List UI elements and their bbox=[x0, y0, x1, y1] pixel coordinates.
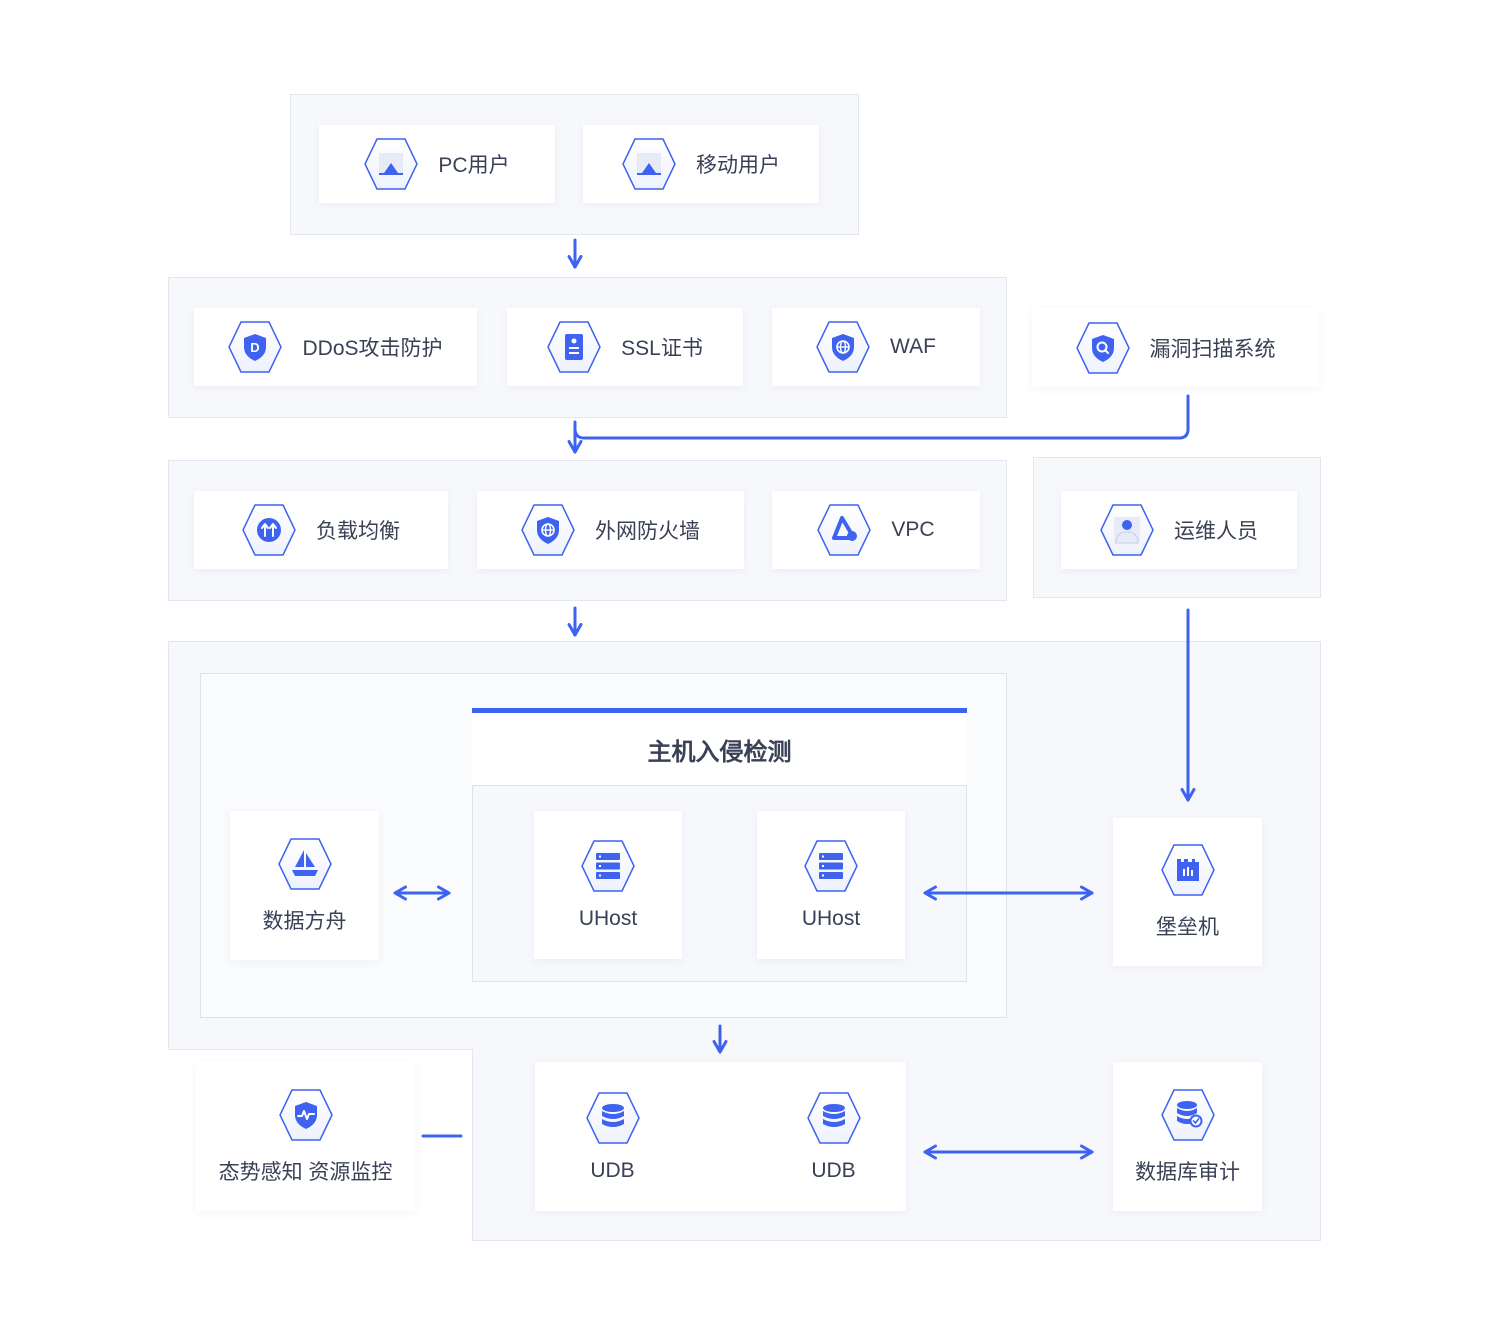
vpc-card[interactable]: VPC bbox=[772, 491, 980, 569]
shield-d-icon: D bbox=[228, 321, 283, 373]
person-icon bbox=[1100, 504, 1154, 556]
uhost-1-label: UHost bbox=[578, 907, 638, 930]
db-audit-label: 数据库审计 bbox=[1135, 1160, 1240, 1184]
vpc-label: VPC bbox=[891, 518, 935, 541]
db-audit-card[interactable]: 数据库审计 bbox=[1113, 1062, 1262, 1211]
globe-shield-icon bbox=[521, 504, 575, 556]
svg-text:D: D bbox=[251, 340, 260, 355]
firewall-label: 外网防火墙 bbox=[595, 520, 700, 543]
mountain-icon bbox=[364, 138, 419, 190]
server-icon bbox=[804, 840, 858, 892]
monitor-card[interactable]: 态势感知 资源监控 bbox=[196, 1062, 415, 1211]
firewall-card[interactable]: 外网防火墙 bbox=[477, 491, 744, 569]
globe-shield-icon bbox=[816, 321, 870, 373]
waf-label: WAF bbox=[890, 335, 936, 358]
udb-2-label: UDB bbox=[811, 1158, 856, 1182]
data-ark-card[interactable]: 数据方舟 bbox=[230, 811, 379, 960]
vuln-scan-label: 漏洞扫描系统 bbox=[1149, 337, 1276, 361]
server-icon bbox=[581, 840, 635, 892]
load-balance-label: 负载均衡 bbox=[316, 520, 400, 543]
bastion-card[interactable]: 堡垒机 bbox=[1113, 818, 1262, 966]
ops-staff-card[interactable]: 运维人员 bbox=[1061, 491, 1297, 569]
monitor-label: 态势感知 资源监控 bbox=[218, 1160, 393, 1184]
mountain-icon bbox=[622, 138, 676, 190]
hids-title: 主机入侵检测 bbox=[472, 708, 967, 786]
ddos-label: DDoS攻击防护 bbox=[302, 337, 443, 360]
sailboat-icon bbox=[277, 837, 332, 890]
load-balance-icon bbox=[242, 504, 296, 556]
load-balance-card[interactable]: 负载均衡 bbox=[194, 491, 448, 569]
database-audit-icon bbox=[1160, 1088, 1215, 1141]
ops-staff-label: 运维人员 bbox=[1174, 520, 1258, 543]
udb-1-card[interactable]: UDB bbox=[540, 1062, 685, 1211]
uhost-1-card[interactable]: UHost bbox=[534, 811, 682, 959]
uhost-2-label: UHost bbox=[801, 907, 861, 930]
udb-2-card[interactable]: UDB bbox=[761, 1062, 906, 1211]
heartbeat-shield-icon bbox=[278, 1088, 333, 1141]
ddos-card[interactable]: D DDoS攻击防护 bbox=[194, 308, 477, 386]
database-icon bbox=[585, 1091, 640, 1144]
pc-user-label: PC用户 bbox=[438, 154, 510, 177]
vuln-scan-connector bbox=[573, 394, 1190, 440]
database-icon bbox=[806, 1091, 861, 1144]
mobile-user-label: 移动用户 bbox=[696, 154, 780, 177]
castle-icon bbox=[1160, 844, 1215, 896]
data-ark-label: 数据方舟 bbox=[262, 909, 347, 933]
certificate-icon bbox=[547, 321, 601, 373]
ssl-label: SSL证书 bbox=[621, 337, 703, 360]
pc-user-card[interactable]: PC用户 bbox=[319, 125, 555, 203]
vuln-scan-card[interactable]: 漏洞扫描系统 bbox=[1032, 308, 1319, 387]
ssl-card[interactable]: SSL证书 bbox=[507, 308, 743, 386]
cloud-icon bbox=[817, 504, 872, 556]
search-shield-icon bbox=[1075, 321, 1130, 374]
udb-1-label: UDB bbox=[590, 1158, 635, 1182]
uhost-2-card[interactable]: UHost bbox=[757, 811, 905, 959]
bastion-label: 堡垒机 bbox=[1156, 916, 1219, 939]
waf-card[interactable]: WAF bbox=[772, 308, 980, 386]
mobile-user-card[interactable]: 移动用户 bbox=[583, 125, 819, 203]
